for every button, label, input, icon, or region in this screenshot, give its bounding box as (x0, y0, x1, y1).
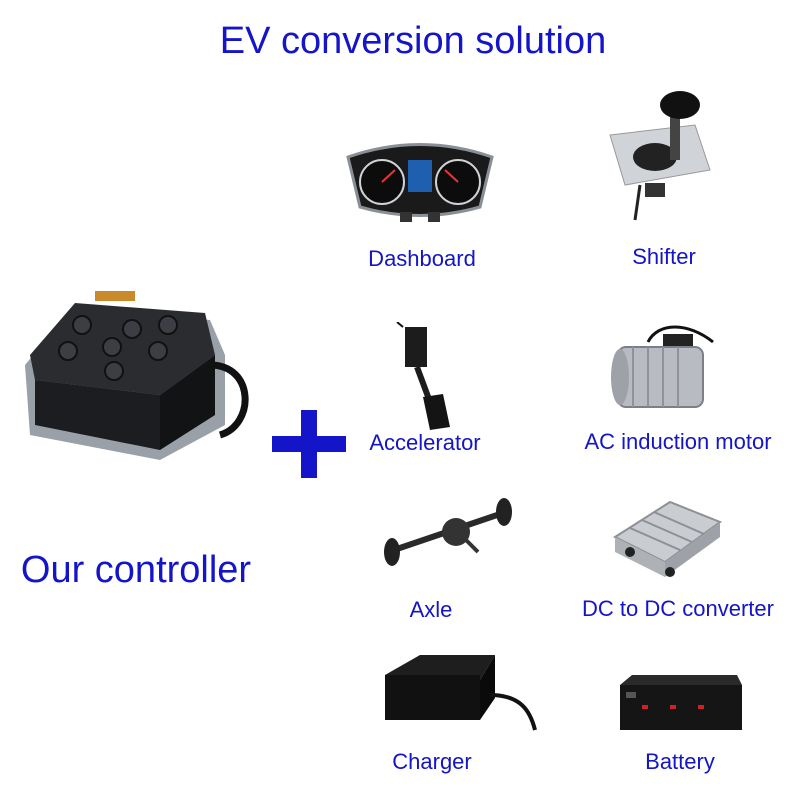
component-label-charger: Charger (392, 749, 472, 774)
axle-icon (384, 498, 512, 566)
plus-sign-icon (272, 410, 346, 478)
controller-label: Our controller (20, 549, 252, 591)
battery-icon (620, 675, 742, 730)
charger-icon (385, 655, 537, 731)
page-title: EV conversion solution (219, 20, 607, 62)
accelerator-pedal-icon (396, 322, 450, 430)
component-label-dashboard: Dashboard (368, 246, 476, 271)
controller-image (25, 291, 249, 460)
component-label-ac-motor: AC induction motor (584, 429, 772, 454)
component-label-battery: Battery (645, 749, 715, 774)
dashboard-icon (346, 143, 494, 222)
motor-icon (611, 325, 714, 408)
component-label-axle: Axle (409, 597, 453, 622)
dc-converter-icon (612, 500, 723, 577)
component-label-shifter: Shifter (632, 244, 696, 269)
shifter-icon (609, 91, 711, 221)
component-label-accelerator: Accelerator (369, 430, 481, 455)
component-label-dc-converter: DC to DC converter (582, 596, 774, 621)
